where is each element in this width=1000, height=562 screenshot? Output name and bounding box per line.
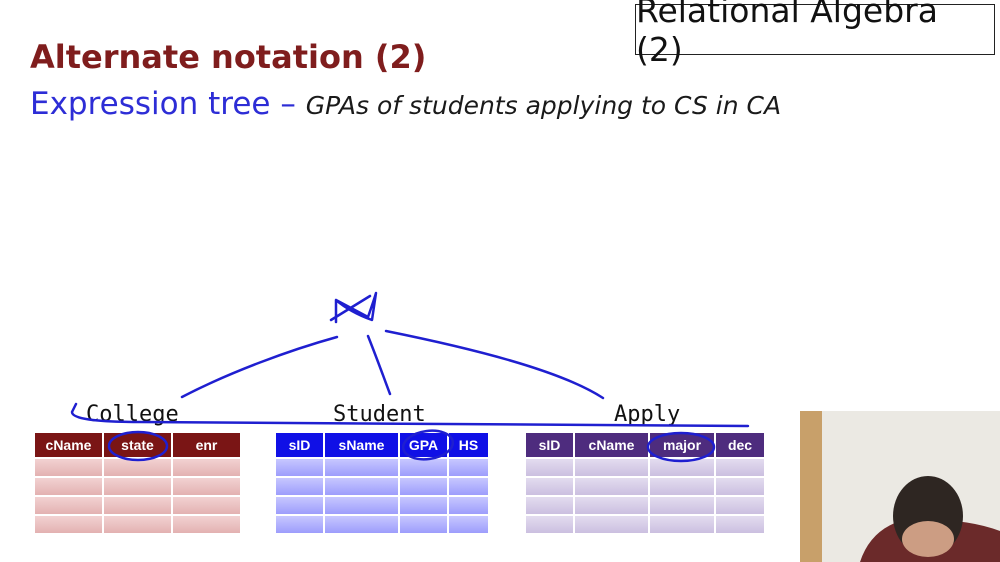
table-row [276, 516, 488, 533]
column-header: HS [449, 433, 488, 457]
column-header: cName [35, 433, 102, 457]
circle-major [646, 431, 716, 463]
column-header: enr [173, 433, 240, 457]
table-row [35, 497, 240, 514]
tree-edge-college [180, 335, 339, 399]
relations-underline [70, 402, 750, 428]
table-row [276, 497, 488, 514]
table-row [276, 478, 488, 495]
circle-gpa [401, 429, 455, 461]
subheading-description: GPAs of students applying to CS in CA [305, 91, 782, 120]
column-header: sID [526, 433, 573, 457]
column-header: GPA [400, 433, 447, 457]
table-header-row: sID cName major dec [526, 433, 764, 457]
tree-edge-apply [384, 329, 605, 400]
column-header: sName [325, 433, 398, 457]
circle-state [107, 430, 169, 462]
student-table: sID sName GPA HS [274, 431, 490, 535]
table-row [526, 478, 764, 495]
table-row [35, 459, 240, 476]
table-header-row: sID sName GPA HS [276, 433, 488, 457]
table-row [526, 459, 764, 476]
slide-subheading: Expression tree – GPAs of students apply… [30, 86, 781, 122]
column-header: cName [575, 433, 648, 457]
column-header: sID [276, 433, 323, 457]
webcam-overlay [800, 411, 1000, 562]
table-row [526, 516, 764, 533]
tree-edge-student [366, 334, 392, 396]
column-header: dec [716, 433, 764, 457]
presenter-video [800, 411, 1000, 562]
table-row [526, 497, 764, 514]
table-row [35, 516, 240, 533]
join-symbol-icon [329, 291, 378, 324]
slide-heading: Alternate notation (2) [30, 38, 427, 76]
apply-table: sID cName major dec [524, 431, 766, 535]
subheading-label: Expression tree – [30, 86, 296, 122]
table-row [35, 478, 240, 495]
table-row [276, 459, 488, 476]
relation-name-apply: Apply [614, 402, 681, 427]
